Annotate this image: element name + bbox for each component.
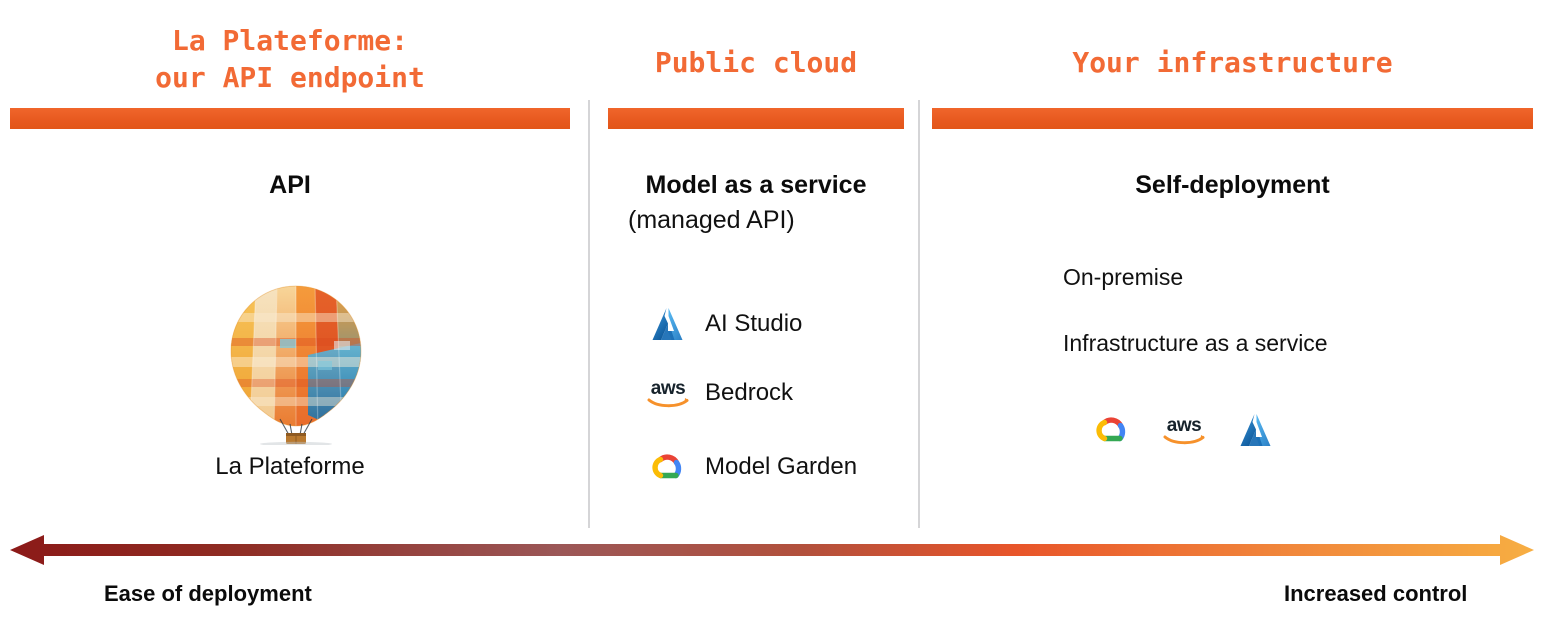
- column-divider-1: [588, 100, 590, 528]
- provider-label-model-garden: Model Garden: [705, 453, 858, 480]
- aws-logo-icon: aws: [645, 372, 691, 414]
- heading-self-deployment: Self-deployment: [1135, 171, 1330, 199]
- subheading-managed-api: (managed API): [628, 206, 795, 234]
- provider-label-ai-studio: AI Studio: [705, 310, 803, 337]
- aws-logo-icon: aws: [1160, 408, 1208, 452]
- google-cloud-logo-icon: [1088, 408, 1136, 452]
- axis-label-ease-of-deployment: Ease of deployment: [104, 581, 312, 606]
- svg-text:aws: aws: [1167, 415, 1201, 436]
- heading-api: API: [269, 171, 311, 199]
- provider-row: Model Garden: [645, 446, 857, 488]
- provider-row: AI Studio: [645, 303, 802, 345]
- deployment-spectrum-arrow: [10, 534, 1534, 566]
- accent-bar-column-1: [10, 108, 570, 129]
- azure-logo-icon: [645, 303, 691, 345]
- column-title-public-cloud: Public cloud: [654, 46, 858, 79]
- column-title-la-plateforme: La Plateforme: our API endpoint: [155, 24, 425, 94]
- google-cloud-logo-icon: [645, 446, 691, 488]
- hot-air-balloon-icon: [222, 283, 370, 445]
- list-item-on-premise: On-premise: [1063, 264, 1184, 290]
- list-item-infrastructure-as-a-service: Infrastructure as a service: [1063, 330, 1328, 356]
- caption-la-plateforme: La Plateforme: [215, 453, 365, 480]
- accent-bar-column-3: [932, 108, 1533, 129]
- cloud-provider-logo-strip: aws: [1088, 408, 1280, 452]
- azure-logo-icon: [1232, 408, 1280, 452]
- heading-model-as-a-service: Model as a service: [645, 171, 867, 199]
- axis-label-increased-control: Increased control: [1284, 581, 1468, 606]
- svg-text:aws: aws: [651, 378, 685, 399]
- provider-row: aws Bedrock: [645, 372, 793, 414]
- provider-label-bedrock: Bedrock: [705, 379, 794, 406]
- accent-bar-column-2: [608, 108, 904, 129]
- column-title-your-infrastructure: Your infrastructure: [1072, 46, 1393, 79]
- column-divider-2: [918, 100, 920, 528]
